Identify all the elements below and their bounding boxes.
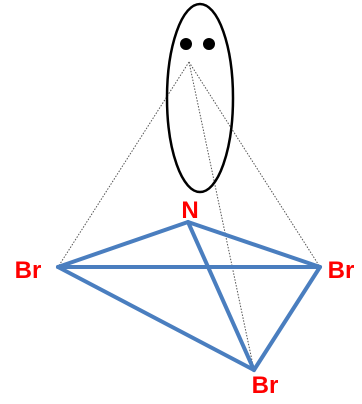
bond-framework bbox=[56, 220, 322, 372]
guide-line-to-left-br bbox=[57, 61, 190, 268]
lone-pair-orbital bbox=[165, 2, 235, 194]
lone-pair-electron bbox=[180, 38, 192, 50]
guide-line-to-bottom-br bbox=[188, 61, 255, 371]
bond-n-right-br bbox=[186, 220, 322, 269]
ligand-label-left: Br bbox=[15, 257, 42, 284]
guide-line-to-right-br bbox=[188, 61, 321, 268]
ligand-label-bottom: Br bbox=[252, 372, 279, 399]
edge-right-bottom-br bbox=[252, 265, 322, 372]
ligand-label-right: Br bbox=[328, 257, 355, 284]
lone-pair-electron bbox=[203, 38, 215, 50]
edge-left-bottom-br bbox=[56, 265, 256, 372]
bond-n-bottom-br bbox=[186, 220, 256, 372]
bond-n-left-br bbox=[56, 220, 190, 269]
guide-lines bbox=[57, 61, 321, 371]
central-atom-label: N bbox=[181, 197, 198, 224]
